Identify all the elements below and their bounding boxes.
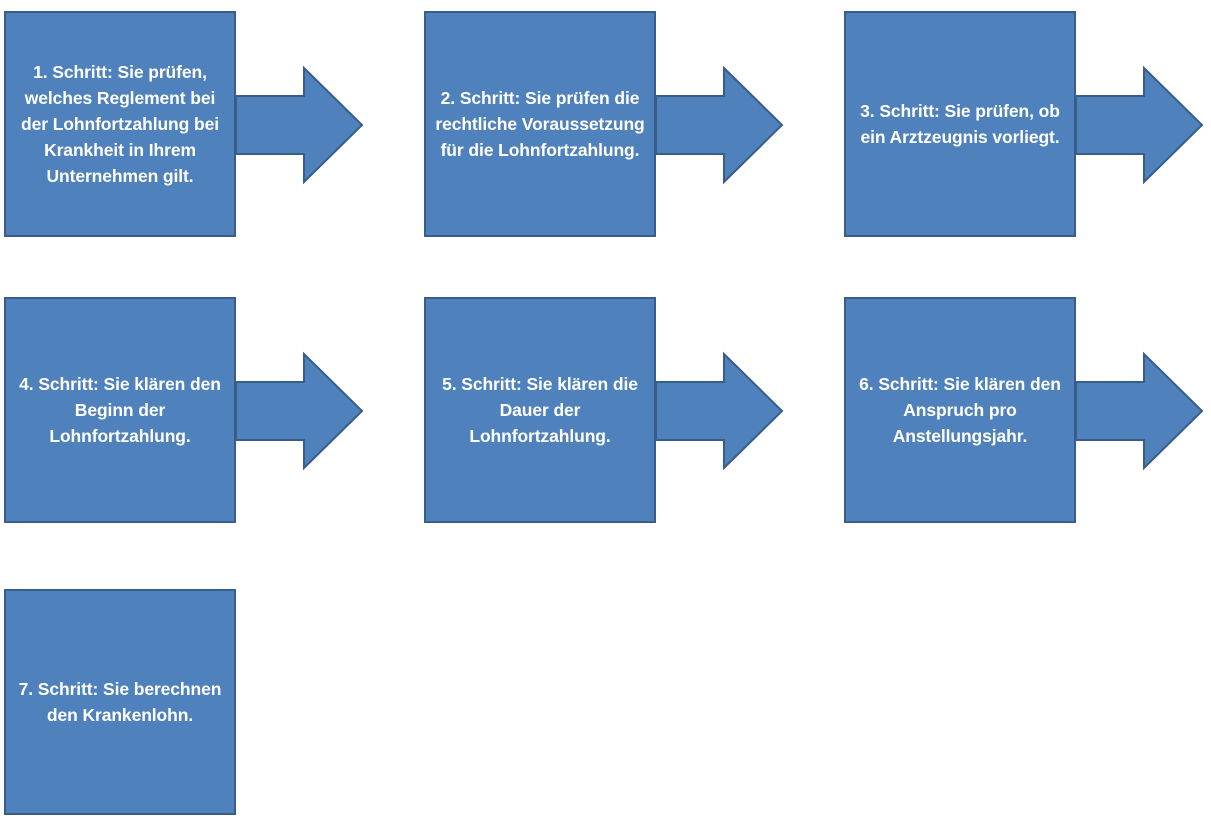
step-3-arrow-icon: [1075, 65, 1204, 185]
step-5: 5. Schritt: Sie klären die Dauer der Loh…: [420, 286, 784, 523]
step-2: 2. Schritt: Sie prüfen die rechtliche Vo…: [420, 0, 784, 237]
step-6: 6. Schritt: Sie klären den Anspruch pro …: [840, 286, 1204, 523]
step-3-box: [844, 11, 1076, 237]
step-3-label: 3. Schritt: Sie prüfen, ob ein Arztzeugn…: [860, 101, 1060, 147]
step-2-box: [424, 11, 656, 237]
step-5-label: 5. Schritt: Sie klären die Dauer der Loh…: [442, 374, 638, 446]
step-1-box: [4, 11, 236, 237]
step-3: 3. Schritt: Sie prüfen, ob ein Arztzeugn…: [840, 0, 1204, 237]
step-1: 1. Schritt: Sie prüfen, welches Reglemen…: [0, 0, 364, 237]
step-4-arrow-icon: [235, 351, 364, 471]
step-2-label: 2. Schritt: Sie prüfen die rechtliche Vo…: [435, 88, 645, 160]
step-4-label: 4. Schritt: Sie klären den Beginn der Lo…: [19, 374, 221, 446]
step-2-arrow-icon: [655, 65, 784, 185]
step-6-box: [844, 297, 1076, 523]
step-4: 4. Schritt: Sie klären den Beginn der Lo…: [0, 286, 364, 523]
step-7: 7. Schritt: Sie berechnen den Krankenloh…: [0, 578, 236, 815]
step-6-label: 6. Schritt: Sie klären den Anspruch pro …: [859, 374, 1061, 446]
step-5-arrow-icon: [655, 351, 784, 471]
step-5-box: [424, 297, 656, 523]
step-1-label: 1. Schritt: Sie prüfen, welches Reglemen…: [21, 62, 219, 186]
step-1-arrow-icon: [235, 65, 364, 185]
step-7-box: [4, 589, 236, 815]
step-6-arrow-icon: [1075, 351, 1204, 471]
step-7-label: 7. Schritt: Sie berechnen den Krankenloh…: [18, 679, 222, 725]
